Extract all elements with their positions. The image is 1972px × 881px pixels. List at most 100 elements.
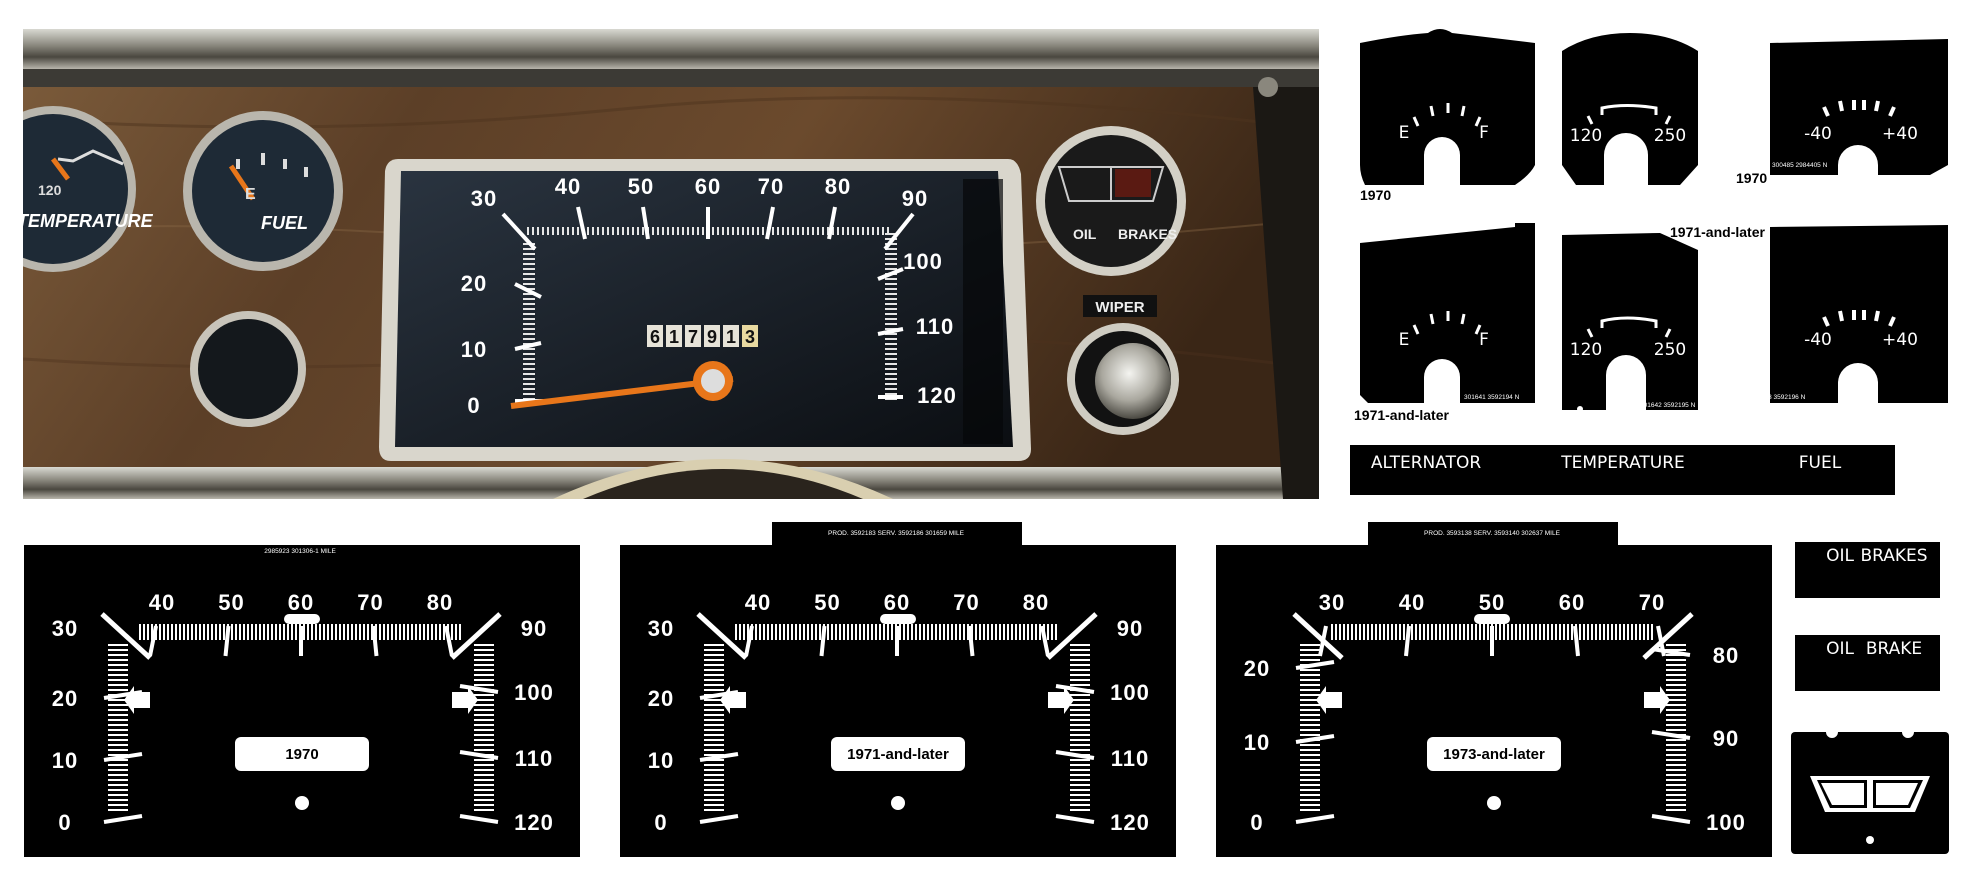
photo-major-tick xyxy=(883,212,915,251)
volt-1970-high: +40 xyxy=(1882,124,1918,144)
caption-1971-fuel: 1971-and-later xyxy=(1354,407,1449,423)
speed-label: 60 xyxy=(1559,590,1585,615)
speed-label: 60 xyxy=(288,590,314,615)
photo-major-tick xyxy=(877,327,904,336)
year-pill-label: 1973-and-later xyxy=(1443,746,1545,763)
oil-brakes-face: OIL BRAKES xyxy=(1795,542,1940,598)
major-tick xyxy=(696,612,748,660)
speed-label: 90 xyxy=(1117,616,1143,641)
volt-face-1970: -40 +40 300485 2984405 N xyxy=(1770,39,1948,175)
speed-label: 50 xyxy=(814,590,840,615)
warning-lights-photo: OIL BRAKES xyxy=(1036,126,1186,276)
left-turn-arrow-icon xyxy=(1316,686,1342,714)
photo-num-60: 60 xyxy=(695,174,721,199)
speed-label: 50 xyxy=(1479,590,1505,615)
fuel-face-1970: E F 300487 2984400 N xyxy=(1360,29,1535,199)
fuel-1970-e: E xyxy=(1399,123,1410,143)
speed-label: 30 xyxy=(52,616,78,641)
speed-label: 70 xyxy=(953,590,979,615)
right-turn-arrow-icon xyxy=(452,686,478,714)
speed-label: 80 xyxy=(1713,643,1739,668)
speed-label: 20 xyxy=(1244,656,1270,681)
photo-num-50: 50 xyxy=(628,174,654,199)
left-turn-arrow-icon xyxy=(720,686,746,714)
temperature-gauge-photo: 120 TEMPERATURE xyxy=(0,106,154,272)
speed-label: 20 xyxy=(648,686,674,711)
speed-label: 40 xyxy=(1399,590,1425,615)
temp-face-1971: 120 250 301642 3592195 N xyxy=(1562,233,1698,412)
major-tick xyxy=(100,612,152,660)
speed-label: 40 xyxy=(745,590,771,615)
speed-label: 70 xyxy=(1639,590,1665,615)
photo-major-tick xyxy=(877,267,904,281)
major-tick xyxy=(450,612,502,660)
photo-major-tick xyxy=(576,206,587,240)
photo-num-40: 40 xyxy=(555,174,581,199)
major-tick xyxy=(1295,814,1335,824)
caption-1971-top: 1971-and-later xyxy=(1670,224,1765,240)
temp-1971-part: 301642 3592195 N xyxy=(1640,402,1696,409)
temp-number: 120 xyxy=(38,182,62,198)
major-tick xyxy=(459,684,499,694)
odometer-wheel xyxy=(685,325,701,347)
center-marker xyxy=(880,614,916,624)
temp-1971-high: 250 xyxy=(1654,340,1686,360)
speedo-face-2: PROD. 3592183 SERV. 3592186 301659 MILE0… xyxy=(620,522,1176,857)
odometer-digit: 1 xyxy=(669,327,679,347)
strip-alternator: ALTERNATOR xyxy=(1371,453,1481,473)
major-tick xyxy=(1040,625,1050,657)
speed-label: 110 xyxy=(1111,746,1150,771)
speed-label: 50 xyxy=(218,590,244,615)
photo-num-80: 80 xyxy=(825,174,851,199)
fuel-1970-part: 300487 2984400 N xyxy=(1464,192,1520,199)
photo-oil: OIL xyxy=(1073,226,1097,242)
photo-num-10: 10 xyxy=(461,337,487,362)
major-tick xyxy=(1055,750,1095,760)
photo-major-tick xyxy=(641,206,650,240)
needle-pivot-hole xyxy=(891,796,905,810)
speedo-face-3: PROD. 3593138 SERV. 3593140 302637 MILE0… xyxy=(1216,522,1772,857)
photo-major-tick xyxy=(514,341,542,351)
speed-label: 0 xyxy=(1250,810,1263,835)
odometer-wheel xyxy=(723,325,739,347)
major-tick xyxy=(1295,734,1335,744)
volt-1970-part: 300485 2984405 N xyxy=(1772,162,1828,169)
major-tick xyxy=(967,625,975,657)
photo-num-120: 120 xyxy=(917,383,957,408)
major-tick xyxy=(1055,814,1095,824)
caption-1970-b: 1970 xyxy=(1736,170,1767,186)
photo-num-0: 0 xyxy=(467,393,480,418)
volt-1971-high: +40 xyxy=(1882,330,1918,350)
major-tick xyxy=(1651,814,1691,824)
speedo-scale-photo xyxy=(501,206,915,403)
right-turn-arrow-icon xyxy=(1644,686,1670,714)
center-marker xyxy=(284,614,320,624)
wiper-label: WIPER xyxy=(1095,299,1144,316)
speed-label: 90 xyxy=(1713,726,1739,751)
strip-temperature: TEMPERATURE xyxy=(1560,453,1685,473)
needle-pivot-hole xyxy=(295,796,309,810)
speed-label: 30 xyxy=(648,616,674,641)
speed-label: 80 xyxy=(1023,590,1049,615)
year-pill xyxy=(1427,737,1561,771)
major-tick xyxy=(1046,612,1098,660)
fuel-face-1971: E F 301641 3592194 N xyxy=(1360,223,1535,403)
volt-face-1971: -40 +40 301643 3592196 N xyxy=(1750,225,1948,403)
temperature-label: TEMPERATURE xyxy=(23,211,154,231)
face1-oil: OIL xyxy=(1826,546,1854,566)
speed-label: 100 xyxy=(514,680,554,705)
fuel-1971-f: F xyxy=(1479,330,1489,350)
wiper-knob[interactable] xyxy=(1067,323,1179,435)
photo-major-tick xyxy=(501,212,537,251)
year-pill-label: 1970 xyxy=(285,746,318,763)
year-pill-label: 1971-and-later xyxy=(847,746,949,763)
odometer-digit: 9 xyxy=(707,327,717,347)
major-tick xyxy=(1651,730,1691,740)
speed-label: 0 xyxy=(58,810,71,835)
photo-num-30: 30 xyxy=(471,186,497,211)
fuel-gauge-photo: E FUEL xyxy=(183,111,343,271)
fuel-label: FUEL xyxy=(261,213,308,233)
